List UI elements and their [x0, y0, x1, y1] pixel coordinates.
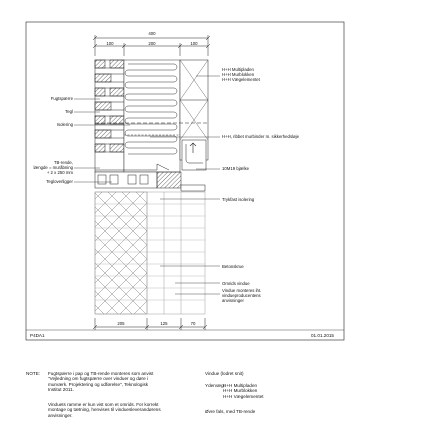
drawing-date: 01.01.2015: [311, 333, 334, 338]
label-murbinder: H+H, ribbet murbinder m. sikkerhedsløje: [222, 134, 300, 139]
legend-item: H+H Murblokken: [223, 388, 258, 394]
dim-top-1: 100: [106, 41, 114, 46]
leaders-right: [150, 75, 220, 295]
drawing-frame: [25, 21, 345, 341]
legend-ydervaeg-items: H+H Multipladen H+H Murblokken H+H Vægel…: [223, 383, 263, 399]
label-fugtspaerre: Fugtspærre: [50, 96, 73, 101]
note-line: "Vejledning om fugtspærre over vinduer o…: [48, 376, 148, 382]
note-line: anvisninger.: [48, 412, 73, 418]
bottom-dimension-chain: [92, 318, 208, 330]
note-line: Vinduets ramme er kun vist som et omrids…: [48, 402, 159, 407]
insulation-zone: [123, 59, 181, 173]
legend-item: H+H Multipladen: [223, 383, 258, 388]
label-murblokken: H+H Murblokken: [222, 72, 255, 77]
dim-top-total: 400: [148, 31, 156, 36]
note-line: Institut 2011.: [48, 387, 74, 393]
dim-bottom-3: 70: [190, 321, 196, 326]
note-paragraph-1: Fugtspærre i pap og TB-rende monteres so…: [48, 371, 153, 393]
note-line: murværk. Projektering og udførelse", Tek…: [48, 381, 149, 387]
top-dimension-chain: [92, 35, 211, 56]
label-bjaelke: 10M19 bjælke: [222, 166, 249, 171]
label-tegl: Tegl: [65, 109, 73, 114]
label-trykfast-isolering: Trykfast isolering: [222, 197, 255, 202]
dim-top-3: 100: [190, 41, 198, 46]
label-tb-rende-3: + 2 x 250 mm: [46, 170, 73, 175]
label-tb-rende-1: TB-rende,: [53, 160, 73, 165]
note-line: Fugtspærre i pap og TB-rende monteres so…: [48, 371, 154, 376]
legend-ovre-fals: Øvre fals, med TB-rende: [205, 409, 256, 414]
note-paragraph-2: Vinduets ramme er kun vist som et omrids…: [48, 402, 161, 418]
dim-bottom-2: 125: [160, 321, 168, 326]
label-tegloverligger: Tegloverligger: [46, 179, 73, 184]
dim-bottom-1: 205: [117, 321, 125, 326]
legend-ydervaeg-label: Ydervæg:: [205, 383, 225, 388]
label-omrids-vindue: Omrids vindue: [222, 281, 250, 286]
note-line: montage og tætning, henvises til vindues…: [48, 407, 161, 413]
label-isolering: Isolering: [56, 122, 73, 127]
label-multipladen: H+H Multipladen: [222, 67, 254, 72]
label-vindue-monteres-2: vindueproducentens: [222, 293, 261, 298]
tb-gutter-lintel: [94, 163, 206, 192]
inner-wall: [179, 59, 209, 171]
label-betonskrue: Betonskrue: [222, 264, 244, 269]
note-prefix: NOTE:: [26, 371, 41, 376]
window-opening: [94, 191, 206, 315]
legend-title: Vindue (lodret snit): [205, 371, 244, 376]
label-tb-rende-2: længde = muråbning: [33, 165, 73, 170]
drawing-code: P4DA1: [30, 333, 45, 338]
label-vaegelementet: H+H Vægelementet: [222, 77, 260, 82]
label-vindue-monteres-3: anvisninger: [222, 298, 244, 303]
legend-item: H+H Vægelementet: [223, 393, 264, 399]
dim-top-2: 200: [148, 41, 156, 46]
leaders-left: [74, 98, 130, 183]
label-vindue-monteres-1: Vindue monteres iht.: [222, 288, 262, 293]
brick-leaf: [94, 59, 125, 173]
